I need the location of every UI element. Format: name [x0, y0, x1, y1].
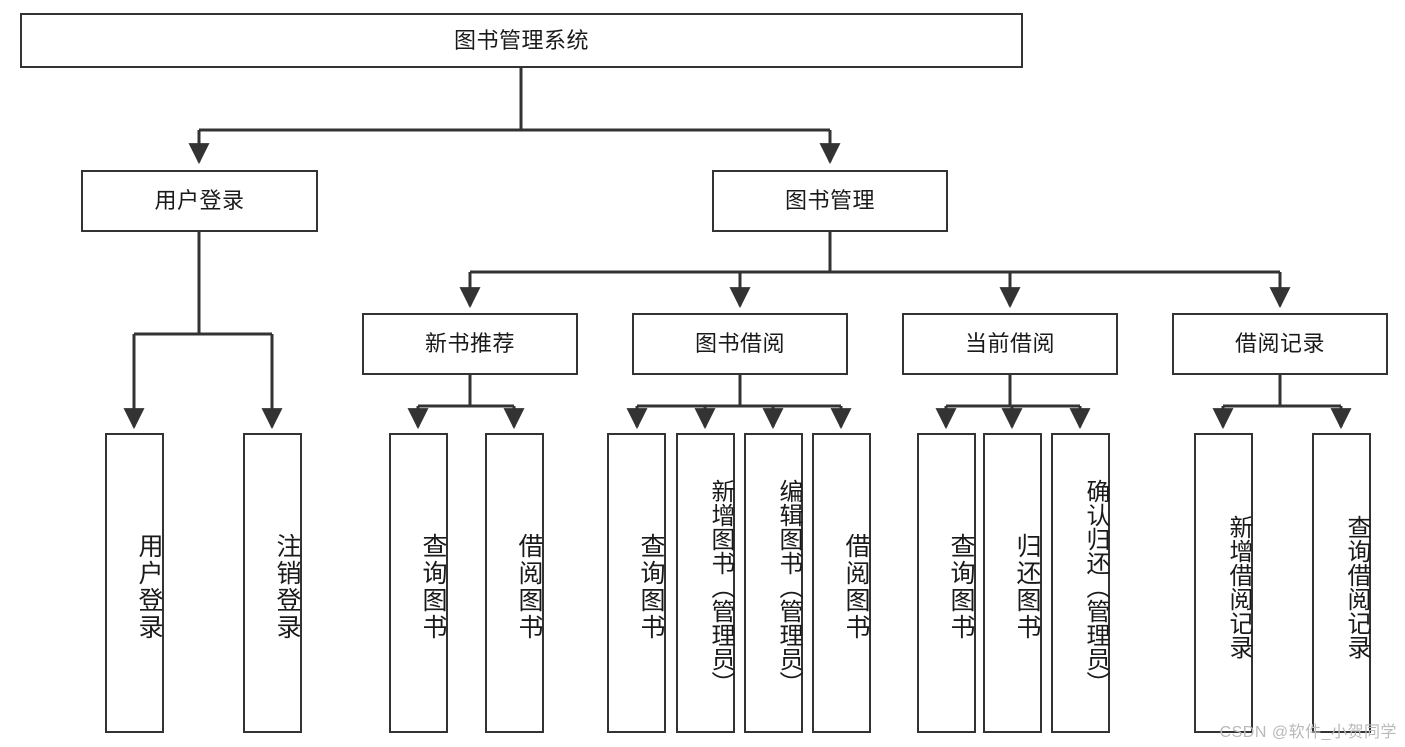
- leaf-borrow-book-recommend[interactable]: 借阅图书: [485, 433, 544, 733]
- node-borrow-record[interactable]: 借阅记录: [1172, 313, 1388, 375]
- leaf-add-book-admin[interactable]: 新增图书（管理员）: [676, 433, 735, 733]
- leaf-confirm-return-admin[interactable]: 确认归还（管理员）: [1051, 433, 1110, 733]
- leaf-add-borrow-record[interactable]: 新增借阅记录: [1194, 433, 1253, 733]
- leaf-edit-book-admin[interactable]: 编辑图书（管理员）: [744, 433, 803, 733]
- leaf-logout-login[interactable]: 注销登录: [243, 433, 302, 733]
- node-book-manage[interactable]: 图书管理: [712, 170, 948, 232]
- leaf-query-book-borrow[interactable]: 查询图书: [607, 433, 666, 733]
- node-book-borrow[interactable]: 图书借阅: [632, 313, 848, 375]
- leaf-query-book-current[interactable]: 查询图书: [917, 433, 976, 733]
- node-current-borrow[interactable]: 当前借阅: [902, 313, 1118, 375]
- leaf-query-borrow-record[interactable]: 查询借阅记录: [1312, 433, 1371, 733]
- node-user-login[interactable]: 用户登录: [81, 170, 318, 232]
- leaf-query-book-recommend[interactable]: 查询图书: [389, 433, 448, 733]
- node-new-book-recommend[interactable]: 新书推荐: [362, 313, 578, 375]
- leaf-user-login[interactable]: 用户登录: [105, 433, 164, 733]
- leaf-borrow-book[interactable]: 借阅图书: [812, 433, 871, 733]
- leaf-return-book[interactable]: 归还图书: [983, 433, 1042, 733]
- node-root[interactable]: 图书管理系统: [20, 13, 1023, 68]
